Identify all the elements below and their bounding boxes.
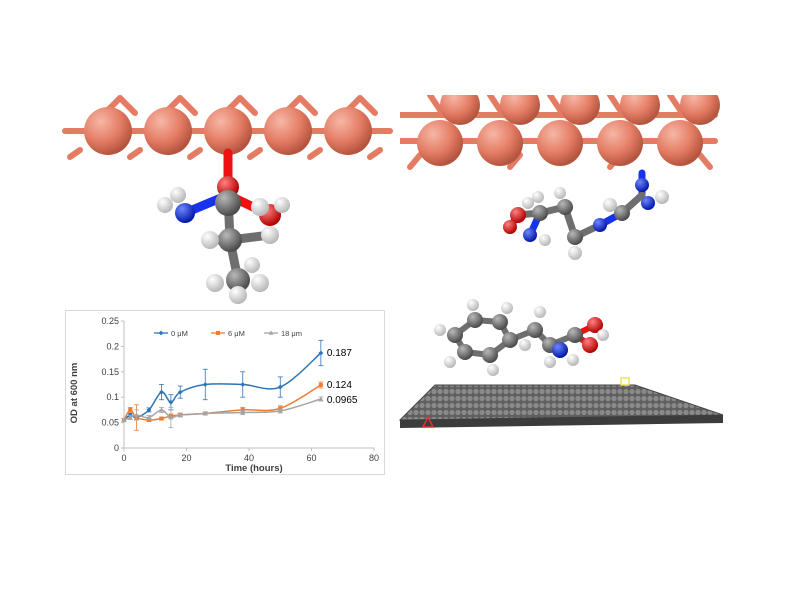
legend-label: 6 μM [228, 329, 245, 338]
y-tick-label: 0.2 [106, 341, 119, 351]
chart-axes [121, 320, 375, 451]
data-point [128, 407, 133, 412]
copper-surface-icon [62, 95, 393, 304]
data-point [240, 409, 246, 415]
data-point [240, 382, 246, 387]
x-axis-label: Time (hours) [225, 463, 282, 474]
graphene-sheet-icon [398, 299, 724, 428]
data-point [147, 418, 151, 423]
data-point [277, 408, 283, 413]
data-point [146, 414, 152, 420]
data-point [159, 416, 164, 421]
x-tick-label: 40 [244, 453, 254, 463]
data-point [318, 383, 323, 388]
y-tick-label: 0.15 [101, 367, 119, 377]
legend-marker [216, 331, 220, 335]
data-point [168, 414, 174, 420]
copper-adsorption-scene-left [60, 95, 400, 305]
end-value-label: 0.0965 [327, 395, 358, 406]
series-line [123, 352, 322, 421]
legend-marker [158, 330, 164, 336]
data-point [146, 407, 152, 413]
end-value-label: 0.187 [327, 348, 352, 359]
data-point [202, 410, 208, 416]
copper-lattice-icon [397, 85, 720, 260]
data-point [134, 412, 139, 417]
graphene-adsorption-scene [395, 290, 730, 435]
end-value-label: 0.124 [327, 380, 352, 391]
chart-series-layer: 0.187 0.124 0.0965 [121, 339, 358, 431]
copper-adsorption-scene-right [397, 85, 720, 265]
legend-marker [268, 330, 274, 335]
y-tick-label: 0.05 [101, 418, 119, 428]
y-tick-label: 0.1 [106, 392, 119, 402]
y-tick-label: 0.25 [101, 316, 119, 326]
chart-legend: 0 μM 6 μM 18 μm [154, 329, 302, 338]
x-tick-label: 80 [369, 453, 379, 463]
yellow-square-marker-icon [620, 377, 630, 386]
x-tick-label: 0 [121, 453, 126, 463]
chart-tick-labels: 0 0.05 0.1 0.15 0.2 0.25 0 20 40 60 80 [101, 316, 379, 463]
data-point [121, 417, 127, 422]
series-2: 0.0965 [121, 395, 358, 429]
data-point [168, 399, 174, 405]
x-tick-label: 20 [181, 453, 191, 463]
red-triangle-marker-icon [421, 415, 435, 428]
legend-label: 18 μm [281, 329, 302, 338]
series-1: 0.124 [121, 380, 352, 431]
legend-label: 0 μM [171, 329, 188, 338]
data-point [127, 414, 133, 420]
x-tick-label: 60 [306, 453, 316, 463]
data-point [277, 384, 283, 390]
data-point [318, 350, 324, 356]
y-tick-label: 0 [114, 443, 119, 453]
data-point [177, 412, 183, 417]
data-point [159, 407, 164, 412]
data-point [318, 396, 324, 401]
data-point [202, 382, 208, 387]
y-axis-label: OD at 600 nm [69, 363, 80, 424]
